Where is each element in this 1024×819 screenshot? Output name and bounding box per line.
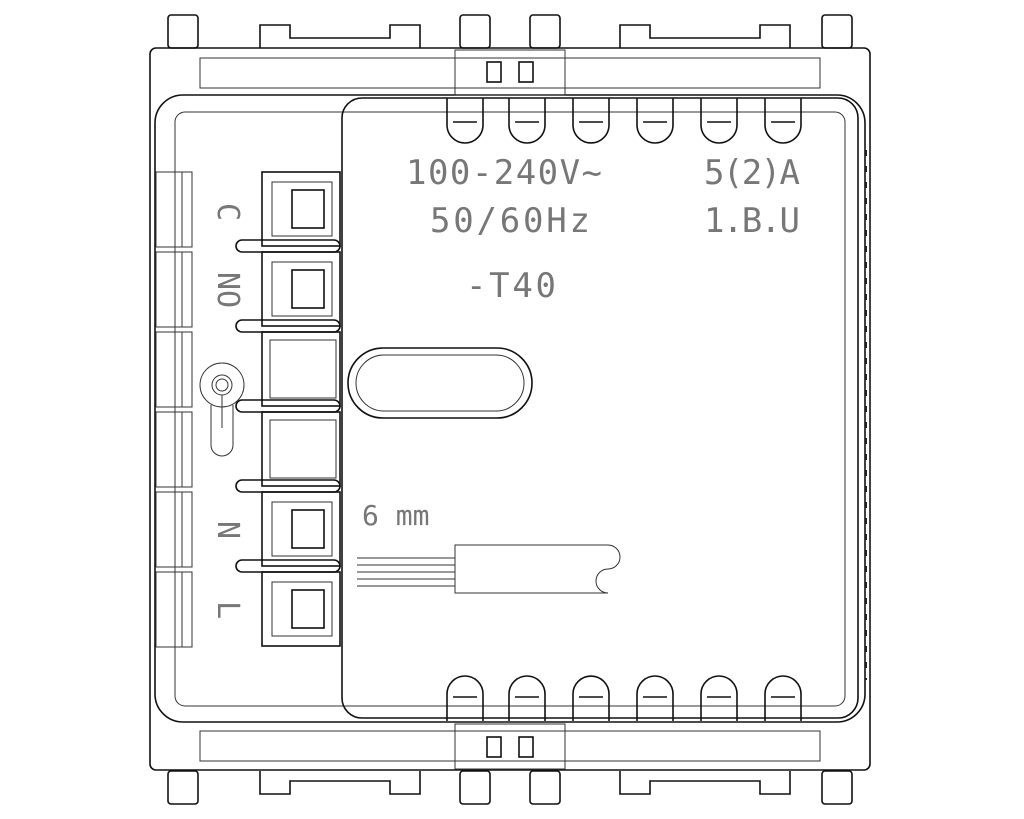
side-rib <box>155 411 193 488</box>
screw-terminal[interactable] <box>261 171 341 247</box>
contact-tab <box>764 98 802 144</box>
contact-tab <box>636 675 674 721</box>
wire-strip-gauge <box>357 544 621 594</box>
type-rating: 1.B.U <box>704 201 800 241</box>
screw-terminal[interactable] <box>261 251 341 327</box>
terminal-screw <box>291 589 325 629</box>
screw-terminal[interactable] <box>261 411 341 487</box>
terminal-opening <box>269 419 337 479</box>
contact-tab <box>446 98 484 144</box>
contact-tabs <box>446 98 802 721</box>
keyhole-mark <box>199 362 245 457</box>
side-rib <box>155 571 193 648</box>
terminal-body <box>261 411 341 487</box>
terminal-screw <box>291 269 325 309</box>
release-slot[interactable] <box>347 347 533 419</box>
terminal-body <box>261 251 341 327</box>
terminal-label-n: N <box>210 521 245 539</box>
screw-terminal[interactable] <box>261 571 341 647</box>
voltage-rating: 100-240V~ <box>406 153 602 193</box>
terminal-opening <box>271 261 333 317</box>
contact-tab <box>636 98 674 144</box>
mounting-clips <box>167 14 853 805</box>
contact-tab <box>700 98 738 144</box>
side-rib <box>155 251 193 328</box>
strip-length-label: 6 mm <box>362 499 429 532</box>
contact-tab <box>446 675 484 721</box>
contact-tab <box>764 675 802 721</box>
terminal-body <box>261 331 341 407</box>
current-rating: 5(2)A <box>704 153 800 193</box>
terminal-screw <box>291 189 325 229</box>
terminal-opening <box>271 501 333 557</box>
side-ribs <box>155 171 193 648</box>
terminal-body <box>261 491 341 567</box>
screw-terminal[interactable] <box>261 491 341 567</box>
terminal-opening <box>271 581 333 637</box>
side-rib <box>155 331 193 408</box>
screw-terminal[interactable] <box>261 331 341 407</box>
terminal-screw <box>291 509 325 549</box>
contact-tab <box>508 98 546 144</box>
terminal-body <box>261 571 341 647</box>
screw-terminals <box>235 171 341 647</box>
terminal-opening <box>271 181 333 237</box>
temperature-rating: -T40 <box>466 266 556 306</box>
terminal-label-c: C <box>210 203 245 221</box>
terminal-label-no: NO <box>210 272 245 308</box>
contact-tab <box>700 675 738 721</box>
terminal-body <box>261 171 341 247</box>
contact-tab <box>572 98 610 144</box>
contact-tab <box>508 675 546 721</box>
terminal-opening <box>269 339 337 399</box>
frequency-rating: 50/60Hz <box>430 201 590 241</box>
side-rib <box>155 171 193 248</box>
side-rib <box>155 491 193 568</box>
contact-tab <box>572 675 610 721</box>
terminal-label-l: L <box>210 601 245 619</box>
